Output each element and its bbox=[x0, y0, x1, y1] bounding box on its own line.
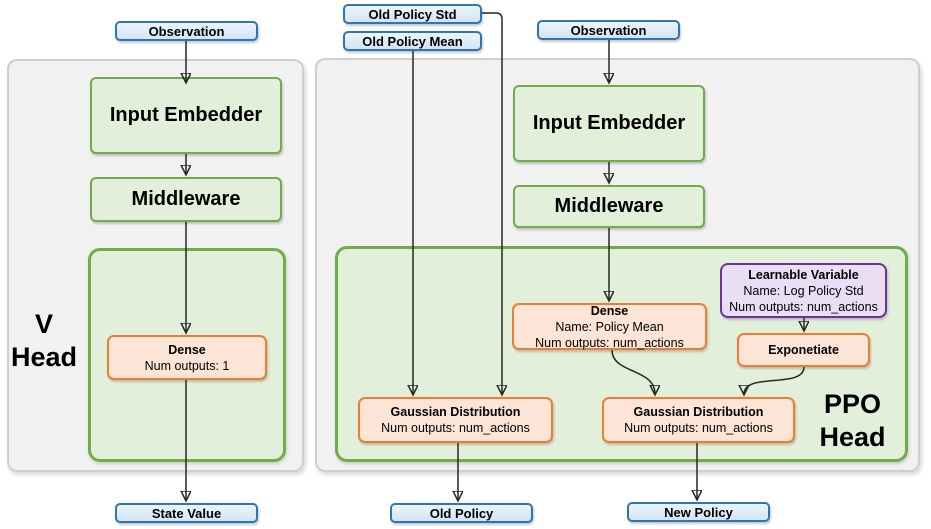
gaussian-distribution-new-node: Gaussian Distribution Num outputs: num_a… bbox=[602, 397, 795, 443]
dense-policy-mean-node: Dense Name: Policy Mean Num outputs: num… bbox=[512, 303, 707, 350]
gaussian-old-line1: Num outputs: num_actions bbox=[381, 421, 530, 435]
observation-left-label: Observation bbox=[148, 23, 225, 39]
ppo-head-label: PPO Head bbox=[805, 388, 900, 454]
new-policy-output-node: New Policy bbox=[627, 502, 770, 522]
new-policy-output-label: New Policy bbox=[664, 504, 733, 520]
dense-v-node: Dense Num outputs: 1 bbox=[107, 335, 267, 380]
dense-v-title: Dense bbox=[168, 342, 206, 357]
dense-policy-mean-line1: Name: Policy Mean bbox=[555, 319, 664, 334]
old-policy-mean-label: Old Policy Mean bbox=[362, 33, 463, 49]
learnable-variable-line2: Num outputs: num_actions bbox=[729, 299, 878, 314]
old-policy-output-label: Old Policy bbox=[429, 505, 494, 521]
v-head-label-line1: V bbox=[34, 309, 53, 339]
exponetiate-label: Exponetiate bbox=[768, 343, 839, 357]
ppo-head-label-line2: Head bbox=[819, 422, 886, 452]
dense-policy-mean-line2: Num outputs: num_actions bbox=[535, 335, 684, 350]
old-policy-std-label: Old Policy Std bbox=[368, 6, 457, 22]
dense-v-line1: Num outputs: 1 bbox=[144, 358, 230, 373]
observation-right-label: Observation bbox=[570, 22, 647, 38]
middleware-left-label: Middleware bbox=[131, 188, 241, 210]
observation-right-node: Observation bbox=[537, 20, 680, 40]
gaussian-old-title: Gaussian Distribution bbox=[390, 405, 521, 419]
gaussian-new-line1: Num outputs: num_actions bbox=[624, 421, 773, 435]
input-embedder-left-label: Input Embedder bbox=[109, 104, 263, 126]
observation-left-node: Observation bbox=[115, 21, 258, 41]
state-value-label: State Value bbox=[151, 505, 222, 521]
ppo-head-label-line1: PPO bbox=[823, 389, 882, 419]
middleware-right-node: Middleware bbox=[513, 185, 705, 228]
learnable-variable-title: Learnable Variable bbox=[748, 267, 859, 282]
old-policy-std-node: Old Policy Std bbox=[343, 4, 482, 24]
middleware-right-label: Middleware bbox=[554, 195, 664, 217]
learnable-variable-node: Learnable Variable Name: Log Policy Std … bbox=[720, 263, 887, 318]
old-policy-output-node: Old Policy bbox=[390, 503, 533, 523]
middleware-left-node: Middleware bbox=[90, 177, 282, 222]
input-embedder-left-node: Input Embedder bbox=[90, 77, 282, 154]
input-embedder-right-label: Input Embedder bbox=[532, 112, 686, 134]
exponetiate-node: Exponetiate bbox=[737, 333, 870, 367]
state-value-node: State Value bbox=[115, 503, 258, 523]
v-head-label: V Head bbox=[8, 308, 80, 374]
learnable-variable-line1: Name: Log Policy Std bbox=[743, 283, 864, 298]
v-head-label-line2: Head bbox=[10, 342, 78, 372]
input-embedder-right-node: Input Embedder bbox=[513, 85, 705, 162]
old-policy-mean-node: Old Policy Mean bbox=[343, 31, 482, 51]
gaussian-new-title: Gaussian Distribution bbox=[633, 405, 764, 419]
dense-policy-mean-title: Dense bbox=[590, 303, 629, 318]
gaussian-distribution-old-node: Gaussian Distribution Num outputs: num_a… bbox=[358, 397, 553, 443]
